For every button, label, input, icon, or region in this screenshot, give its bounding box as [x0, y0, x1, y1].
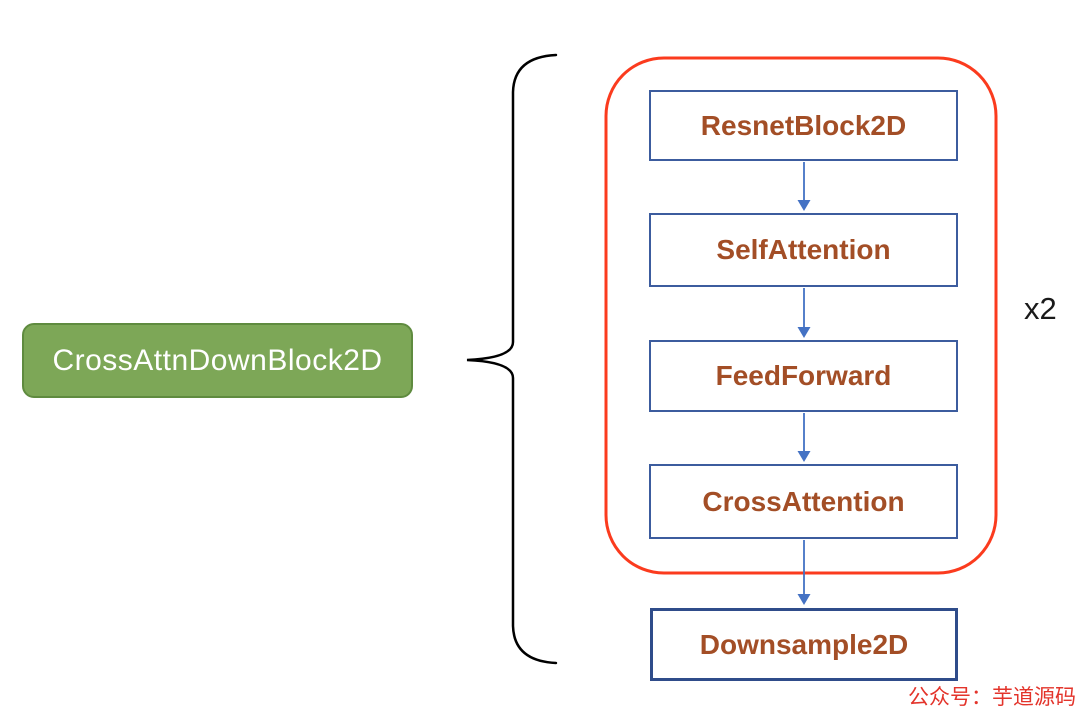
block-label: SelfAttention — [716, 234, 891, 265]
arrow-down-icon — [797, 288, 811, 338]
curly-brace-icon — [466, 53, 558, 665]
block-label: FeedForward — [715, 360, 892, 391]
main-block-crossattndownblock2d: CrossAttnDownBlock2D — [22, 323, 413, 398]
block-feedforward: FeedForward — [649, 340, 958, 412]
arrow-down-icon — [797, 413, 811, 462]
block-resnetblock2d: ResnetBlock2D — [649, 90, 958, 161]
block-downsample2d: Downsample2D — [650, 608, 958, 681]
arrow-down-icon — [797, 540, 811, 605]
block-label: ResnetBlock2D — [700, 109, 907, 141]
watermark-text: 公众号：芋道源码 — [908, 685, 1076, 709]
block-label: Downsample2D — [699, 628, 909, 660]
repeat-group-outline — [604, 56, 998, 575]
arrow-down-icon — [797, 162, 811, 211]
repeat-count-label: x2 — [1024, 291, 1057, 326]
main-block-label: CrossAttnDownBlock2D — [52, 343, 383, 377]
block-crossattention: CrossAttention — [649, 464, 958, 539]
block-selfattention: SelfAttention — [649, 213, 958, 287]
block-label: CrossAttention — [702, 485, 905, 517]
